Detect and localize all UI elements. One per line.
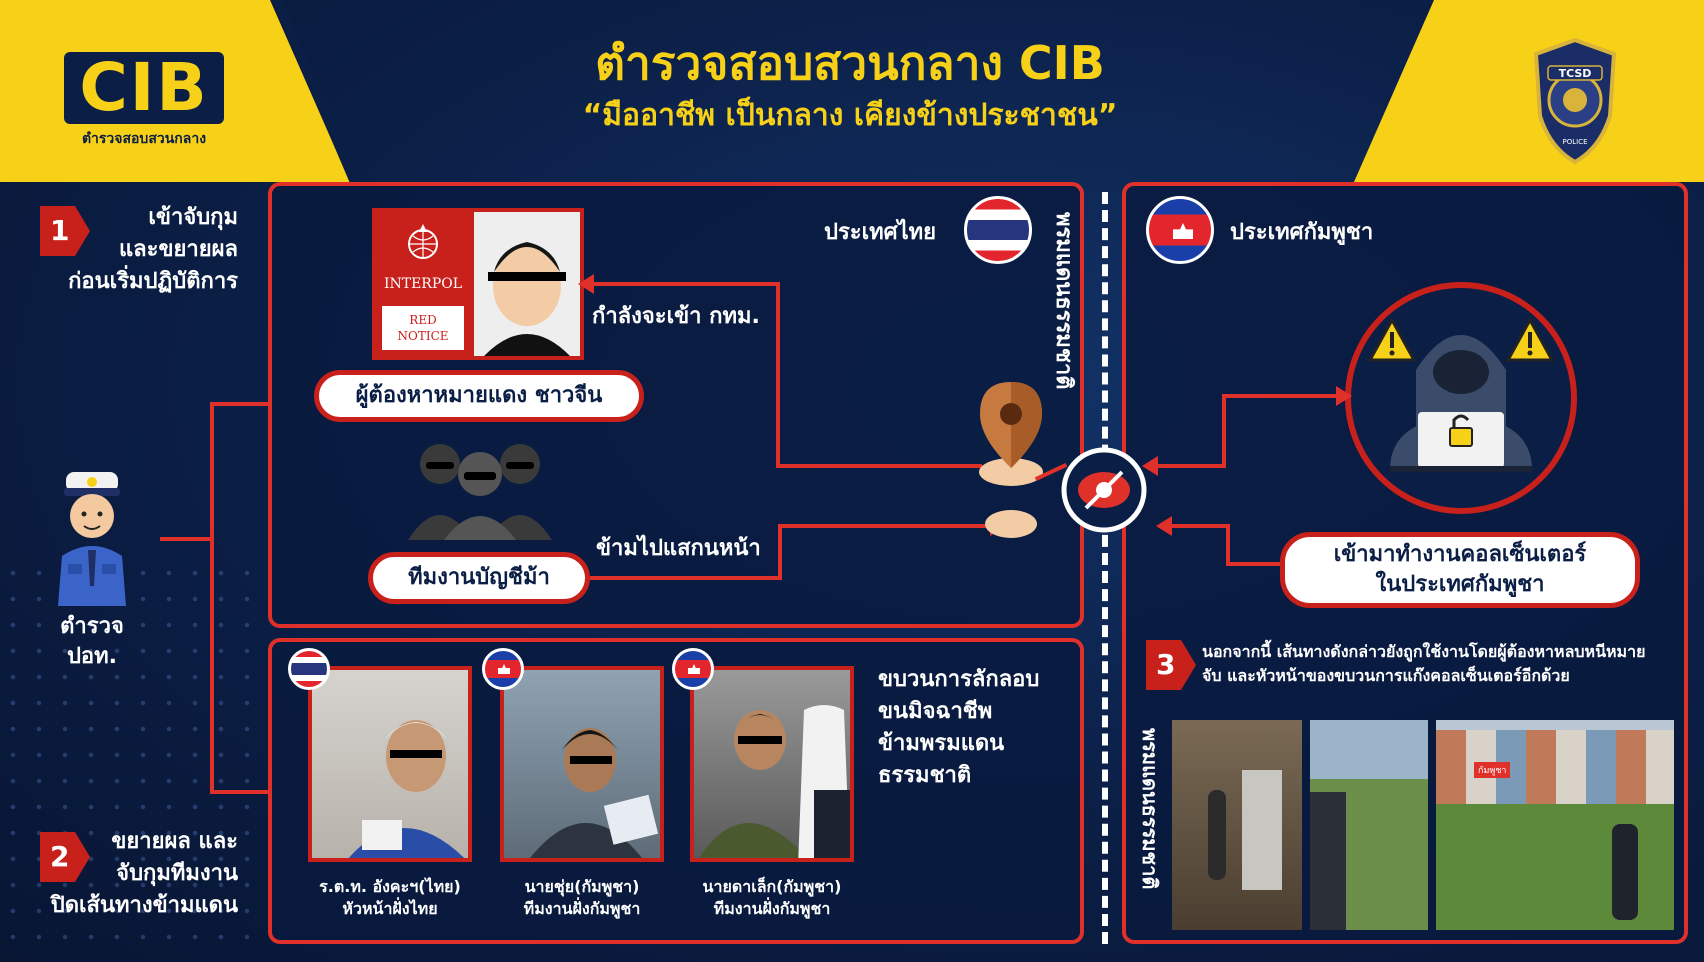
person-1-flag-icon xyxy=(288,648,330,690)
border-photo-2 xyxy=(1310,720,1428,930)
border-photo-1-person xyxy=(1208,790,1226,880)
person-3-role: ทีมงานฝั่งกัมพูชา xyxy=(713,899,831,918)
interpol-emblem-icon xyxy=(408,224,438,259)
arrow-bkk-vertical xyxy=(776,282,780,468)
person-3-flag-icon xyxy=(672,648,714,690)
cambodia-border-label: พรมแดนธรรมชาติ xyxy=(1138,728,1162,890)
person-2-role: ทีมงานฝั่งกัมพูชา xyxy=(523,899,641,918)
badge-sub: POLICE xyxy=(1562,138,1587,146)
arrow-callcenter-bottom xyxy=(1226,562,1284,566)
hidden-crossing-icon xyxy=(1061,447,1147,533)
person-3-photo xyxy=(690,666,854,862)
callcenter-pill: เข้ามาทำงานคอลเซ็นเตอร์ ในประเทศกัมพูชา xyxy=(1280,532,1640,608)
arrow-bkk-horizontal xyxy=(586,282,778,286)
callcenter-line-2: ในประเทศกัมพูชา xyxy=(1375,572,1545,597)
person-1-caption: ร.ต.ท. อังคะฯ(ไทย) หัวหน้าฝั่งไทย xyxy=(290,876,490,920)
arrow-left-icon-3 xyxy=(1156,516,1172,536)
arrow-hacker-vertical xyxy=(1222,394,1226,468)
red-notice-card: INTERPOL RED NOTICE xyxy=(372,208,584,360)
step-1-text: เข้าจับกุม และขยายผล ก่อนเริ่มปฏิบัติการ xyxy=(20,202,238,298)
red-notice-text: RED NOTICE xyxy=(382,306,464,350)
mule-team-pill: ทีมงานบัญชีม้า xyxy=(368,552,590,604)
person-1-portrait-icon xyxy=(348,720,465,858)
smuggling-line-3: ข้ามพรมแดน xyxy=(878,731,1005,756)
step-2-text: ขยายผล และ จับกุมทีมงาน ปิดเส้นทางข้ามแด… xyxy=(20,826,238,922)
mule-team-icon xyxy=(408,444,552,540)
police-label-line-1: ตำรวจ xyxy=(60,614,124,639)
arrow-callcenter-vertical xyxy=(1226,524,1230,566)
smuggling-heading: ขบวนการลักลอบ ขนมิจฉาชีพ ข้ามพรมแดน ธรรม… xyxy=(878,664,1039,792)
location-pin-icon xyxy=(979,382,1043,538)
interpol-text: INTERPOL xyxy=(383,276,463,292)
red-notice-line-2: NOTICE xyxy=(397,329,449,343)
suspect-photo xyxy=(474,212,580,356)
step-2-line-1: ขยายผล และ xyxy=(111,829,238,854)
step-2-line-3: ปิดเส้นทางข้ามแดน xyxy=(50,893,238,918)
step-1-line-2: และขยายผล xyxy=(118,237,238,262)
police-badge-icon: TCSD POLICE xyxy=(1533,37,1617,165)
connector-vertical xyxy=(210,402,214,792)
step-2-line-2: จับกุมทีมงาน xyxy=(116,861,238,886)
arrow-cross-bottom xyxy=(590,576,782,580)
arrow-hacker-bottom xyxy=(1152,464,1226,468)
border-photo-3-person xyxy=(1612,824,1638,920)
person-3-portrait-icon xyxy=(699,705,850,858)
smuggling-line-1: ขบวนการลักลอบ xyxy=(878,667,1040,692)
red-notice-line-1: RED xyxy=(409,313,437,327)
step-3-text: นอกจากนี้ เส้นทางดังกล่าวยังถูกใช้งานโดย… xyxy=(1202,642,1646,685)
police-label: ตำรวจ ปอท. xyxy=(30,612,154,672)
person-2-photo xyxy=(500,666,664,862)
interpol-panel: INTERPOL RED NOTICE xyxy=(376,212,470,356)
step-1-line-1: เข้าจับกุม xyxy=(148,205,238,230)
badge-text: TCSD xyxy=(1559,67,1592,80)
border-photo-3-buildings xyxy=(1436,730,1674,804)
arrow-cross-top xyxy=(778,524,996,528)
page-subtitle: “มืออาชีพ เป็นกลาง เคียงข้างประชาชน” xyxy=(582,98,1118,133)
hacker-icon xyxy=(1367,316,1555,472)
border-photo-2-person xyxy=(1310,792,1346,930)
cib-logo-subtitle: ตำรวจสอบสวนกลาง xyxy=(81,131,207,147)
crossing-label: ข้ามไปแสกนหน้า xyxy=(596,536,761,561)
arrow-left-icon xyxy=(578,274,594,294)
person-1-name: ร.ต.ท. อังคะฯ(ไทย) xyxy=(319,877,461,896)
border-photo-1-wall xyxy=(1242,770,1282,890)
person-2-flag-icon xyxy=(482,648,524,690)
connector-to-top-panel xyxy=(210,402,268,406)
cambodia-country-label: ประเทศกัมพูชา xyxy=(1230,220,1374,245)
smuggling-line-2: ขนมิจฉาชีพ xyxy=(878,699,993,724)
police-officer-icon xyxy=(58,472,126,606)
suspect-pill: ผู้ต้องหาหมายแดง ชาวจีน xyxy=(314,370,644,422)
person-3-caption: นายดาเล็ก(กัมพูชา) ทีมงานฝั่งกัมพูชา xyxy=(672,876,872,920)
arrow-right-icon-2 xyxy=(1336,386,1352,406)
person-1-photo xyxy=(308,666,472,862)
thailand-country-label: ประเทศไทย xyxy=(824,220,937,245)
arrow-left-icon-2 xyxy=(1142,456,1158,476)
cambodia-flag-icon xyxy=(1146,196,1214,264)
cib-logo: CIB xyxy=(64,52,224,124)
page-title: ตำรวจสอบสวนกลาง CIB xyxy=(595,36,1105,90)
person-2-name: นายชุ่ย(กัมพูชา) xyxy=(524,877,640,896)
person-2-portrait-icon xyxy=(530,728,659,858)
police-label-line-2: ปอท. xyxy=(66,644,118,669)
thai-flag-icon xyxy=(964,196,1032,264)
person-3-name: นายดาเล็ก(กัมพูชา) xyxy=(702,877,842,896)
border-photo-1 xyxy=(1172,720,1302,930)
suspect-portrait-icon xyxy=(474,212,580,356)
heading-bkk-label: กำลังจะเข้า กทม. xyxy=(592,304,760,329)
connector-police xyxy=(160,537,212,541)
connector-to-bottom-panel xyxy=(210,790,268,794)
arrow-callcenter-top xyxy=(1166,524,1228,528)
thai-border-label: พรมแดนธรรมชาติ xyxy=(1051,212,1076,390)
cambodia-tag: กัมพูชา xyxy=(1474,762,1511,778)
person-2-caption: นายชุ่ย(กัมพูชา) ทีมงานฝั่งกัมพูชา xyxy=(482,876,682,920)
arrow-bkk-bottom xyxy=(776,464,982,468)
border-divider xyxy=(1102,192,1108,944)
arrow-cross-vertical xyxy=(778,524,782,580)
smuggling-line-4: ธรรมชาติ xyxy=(878,763,972,788)
callcenter-line-1: เข้ามาทำงานคอลเซ็นเตอร์ xyxy=(1333,542,1587,567)
step-1-line-3: ก่อนเริ่มปฏิบัติการ xyxy=(68,269,238,294)
person-1-role: หัวหน้าฝั่งไทย xyxy=(342,899,438,918)
border-photo-3: กัมพูชา xyxy=(1436,720,1674,930)
arrow-hacker-top xyxy=(1226,394,1346,398)
